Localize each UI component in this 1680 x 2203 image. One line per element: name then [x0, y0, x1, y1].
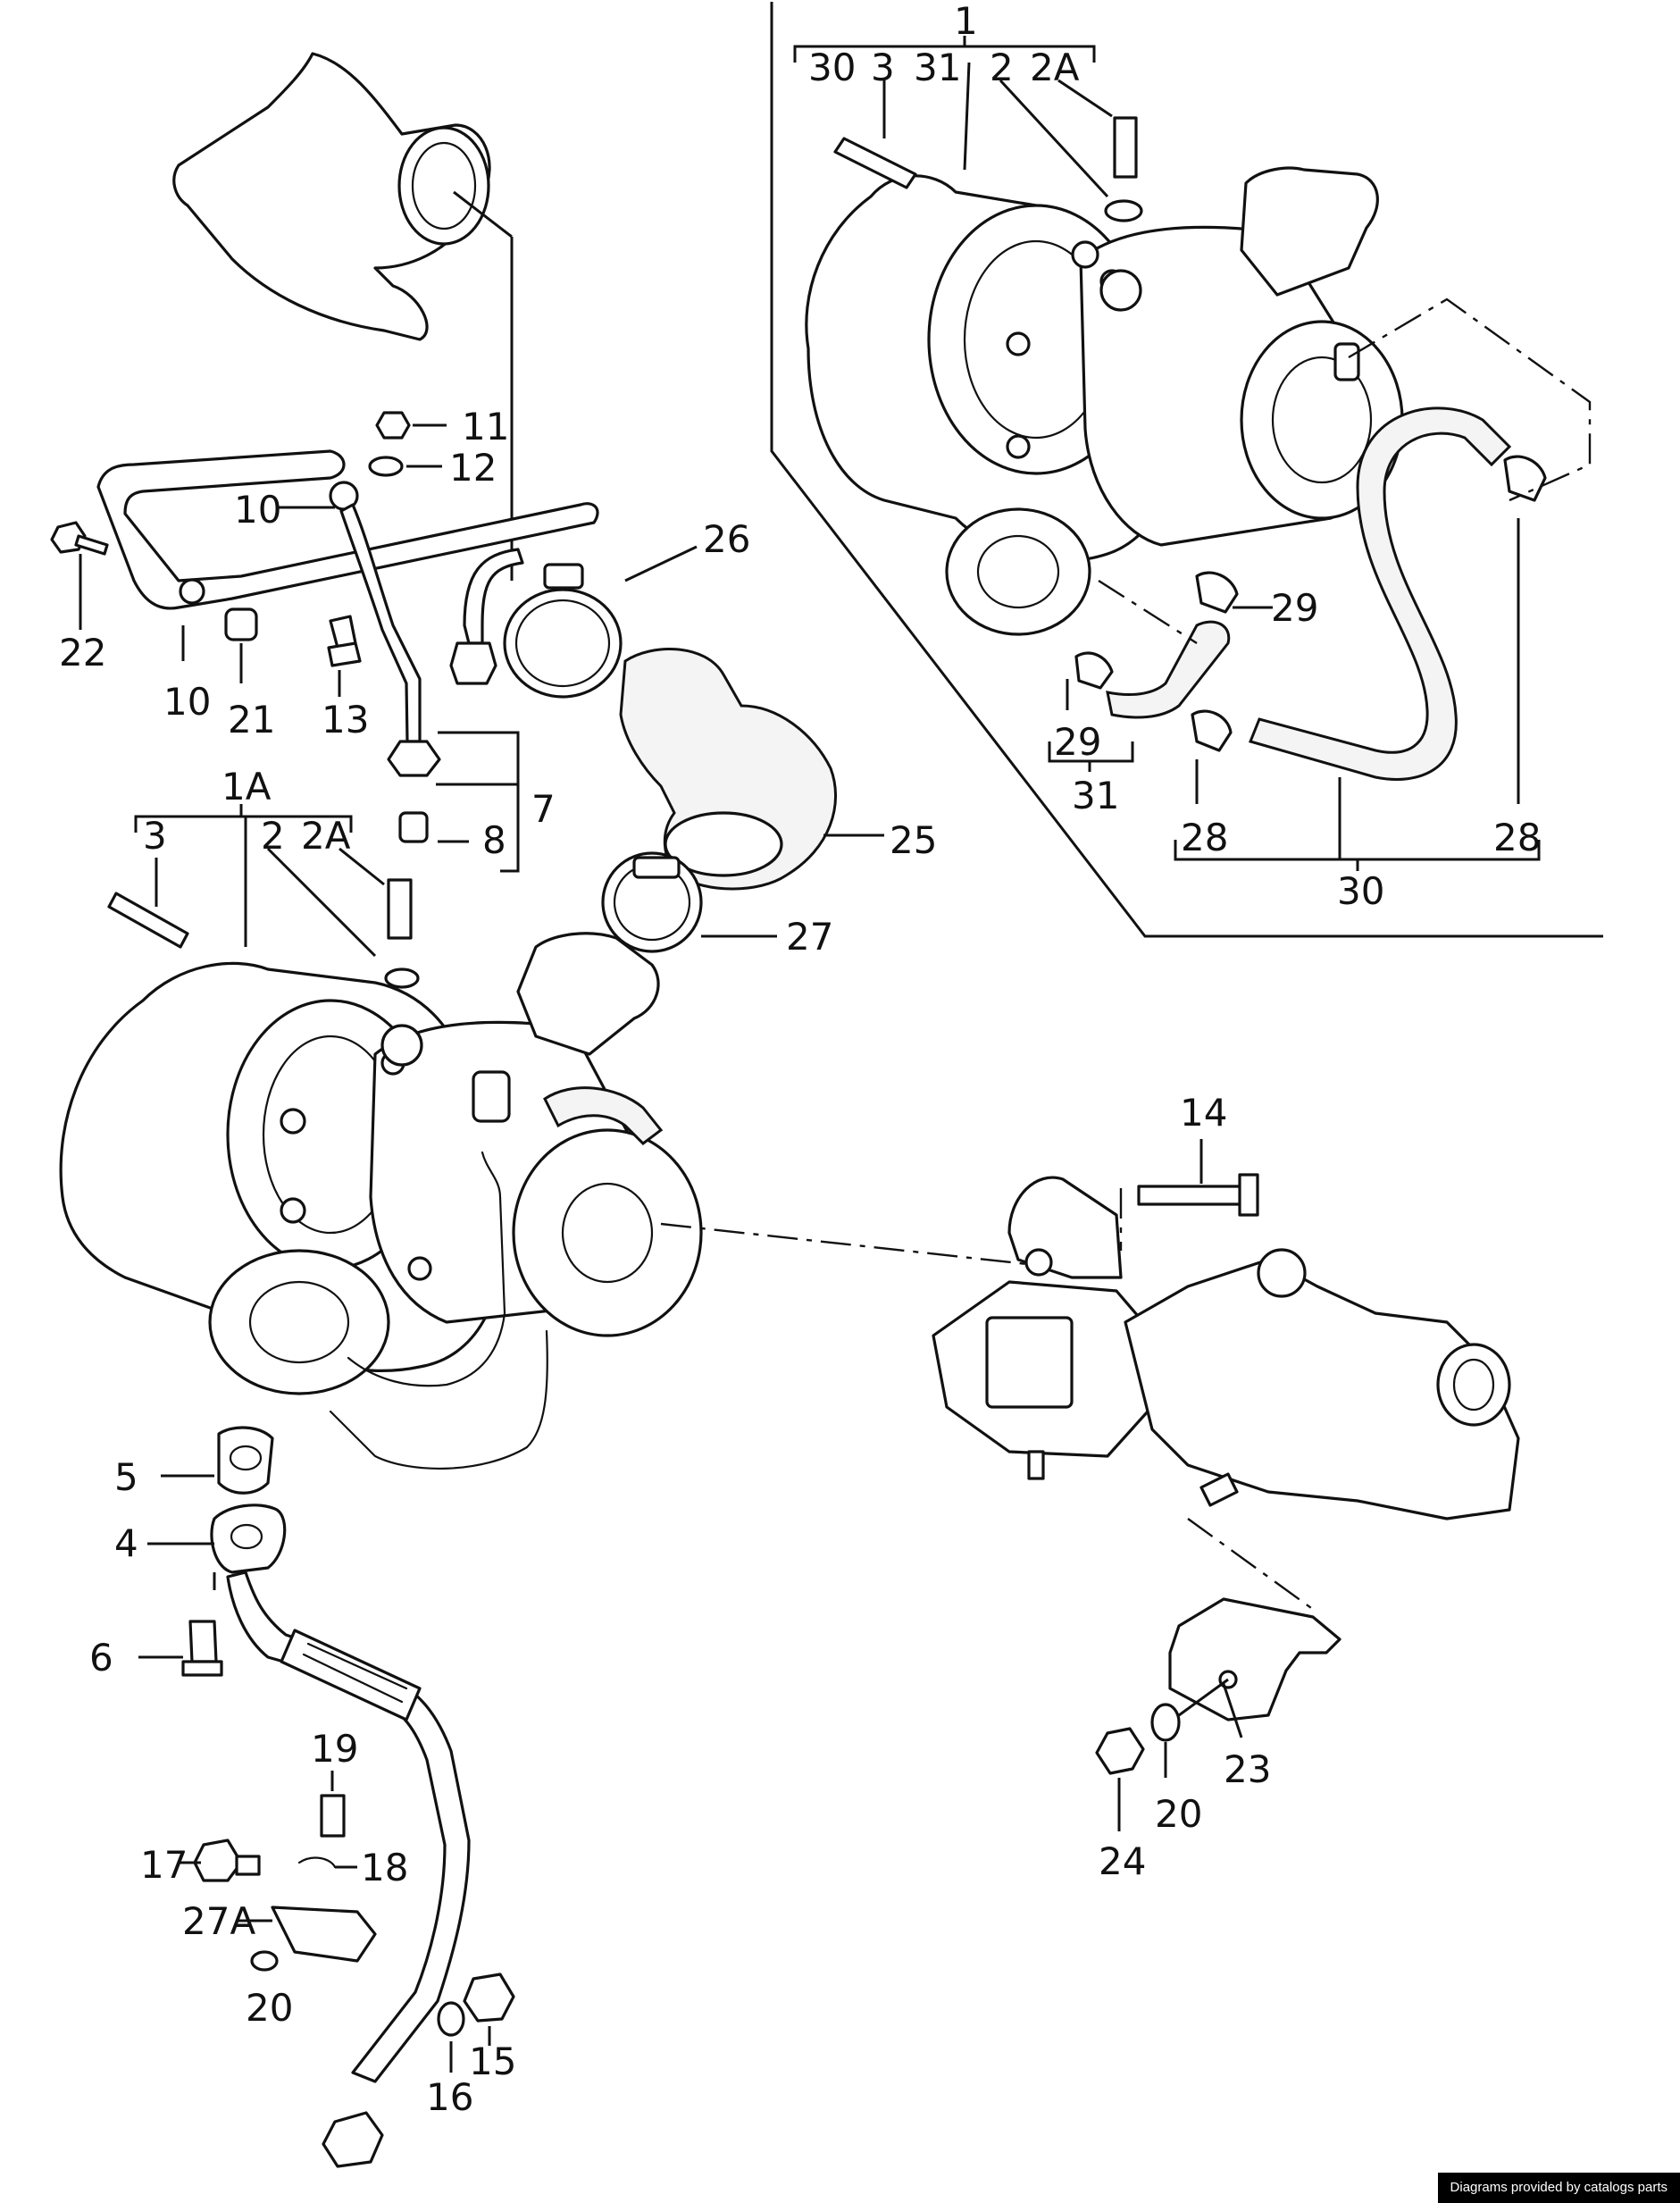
gasket-5 — [217, 1426, 274, 1495]
callout-3-main: 3 — [143, 814, 167, 858]
callout-13: 13 — [322, 698, 369, 741]
main-stud — [107, 892, 189, 949]
callout-17: 17 — [140, 1843, 188, 1887]
credit-banner: Diagrams provided by catalogs parts — [1437, 2173, 1680, 2203]
callout-4: 4 — [114, 1521, 138, 1565]
callout-25: 25 — [890, 818, 937, 862]
nut-11 — [375, 411, 411, 440]
washer-12 — [368, 456, 404, 477]
callout-24: 24 — [1099, 1839, 1146, 1883]
nut-15 — [463, 1973, 515, 2023]
inset-clamp-29b — [1074, 651, 1114, 690]
callout-29-right: 29 — [1271, 586, 1318, 630]
washer-20b — [1150, 1703, 1181, 1742]
callout-14: 14 — [1180, 1091, 1227, 1135]
callout-23: 23 — [1224, 1747, 1271, 1791]
callout-2A-inset: 2A — [1030, 46, 1080, 89]
callout-28-left: 28 — [1181, 816, 1228, 859]
callout-27A: 27A — [182, 1899, 255, 1943]
callout-5: 5 — [114, 1455, 138, 1499]
inset-turbocharger — [805, 166, 1404, 636]
main-small-hose — [543, 1086, 664, 1145]
callout-22: 22 — [59, 631, 106, 674]
washer-20a — [250, 1950, 279, 1972]
callout-8: 8 — [482, 818, 506, 862]
callout-21: 21 — [228, 698, 275, 741]
bolt-17 — [193, 1839, 243, 1882]
intake-elbow — [172, 52, 491, 341]
pipe-26 — [463, 548, 524, 645]
inset-banjo-bolt — [1113, 116, 1138, 179]
washer-16 — [437, 2001, 465, 2037]
callout-30-inset: 30 — [808, 46, 856, 89]
callout-15: 15 — [469, 2040, 516, 2083]
inset-clamp-29a — [1195, 571, 1239, 614]
callout-29-left: 29 — [1054, 720, 1101, 764]
main-banjo-bolt — [387, 878, 413, 940]
callout-2-main: 2 — [261, 814, 285, 858]
callout-6: 6 — [89, 1636, 113, 1679]
bushing-21 — [224, 607, 258, 641]
callout-20-right: 20 — [1155, 1792, 1202, 1836]
callouts: 1 30 3 31 2 2A 11 12 10 22 10 21 13 26 2… — [59, 0, 1541, 2119]
callout-31-inset-bottom: 31 — [1072, 774, 1119, 817]
callout-16: 16 — [426, 2075, 473, 2119]
callout-10-bottom: 10 — [163, 680, 211, 724]
leader-lines — [1237, 606, 1359, 871]
callout-12: 12 — [449, 446, 497, 490]
exhaust-manifold — [932, 1176, 1520, 1520]
main-turbocharger — [59, 932, 703, 1395]
circlip-18 — [297, 1856, 337, 1869]
callout-18: 18 — [361, 1846, 408, 1889]
callout-2A-main: 2A — [301, 814, 351, 858]
main-washer — [384, 967, 420, 989]
bracket-27A — [271, 1906, 377, 1963]
callout-30-inset-bottom: 30 — [1337, 869, 1384, 913]
callout-19: 19 — [311, 1727, 358, 1771]
callout-26: 26 — [703, 517, 750, 561]
callout-7: 7 — [531, 787, 556, 831]
callout-31-inset: 31 — [914, 46, 961, 89]
inset-hose-31 — [1106, 620, 1231, 719]
inset-hose-30 — [1248, 406, 1512, 781]
callout-11: 11 — [462, 405, 509, 448]
union-nut-7 — [387, 740, 441, 777]
callout-2-inset: 2 — [990, 46, 1014, 89]
inset-clamp-28b — [1191, 709, 1233, 752]
sleeve-8 — [398, 811, 429, 843]
hose-clamp-26 — [503, 588, 623, 699]
inset-stud — [833, 137, 917, 189]
callout-10-top: 10 — [234, 488, 281, 532]
callout-3-inset: 3 — [871, 46, 895, 89]
flex-section — [280, 1629, 422, 1721]
bolt-6 — [188, 1620, 218, 1663]
gasket-4 — [210, 1504, 287, 1574]
inset-washer — [1104, 199, 1143, 222]
screw-19 — [320, 1794, 346, 1838]
callout-27: 27 — [786, 915, 833, 959]
return-union-nut — [322, 2111, 384, 2168]
oil-line-bracket-10 — [96, 449, 599, 610]
callout-20-left: 20 — [246, 1986, 293, 2030]
inset-clamp-28a — [1503, 455, 1547, 502]
inset-frame — [770, 2, 1603, 938]
nut-24 — [1095, 1727, 1145, 1775]
bracket-1 — [793, 45, 1096, 63]
callout-1: 1 — [954, 0, 978, 43]
bolt-14 — [1137, 1185, 1243, 1206]
callout-28-right: 28 — [1493, 816, 1541, 859]
callout-1A: 1A — [221, 765, 272, 808]
